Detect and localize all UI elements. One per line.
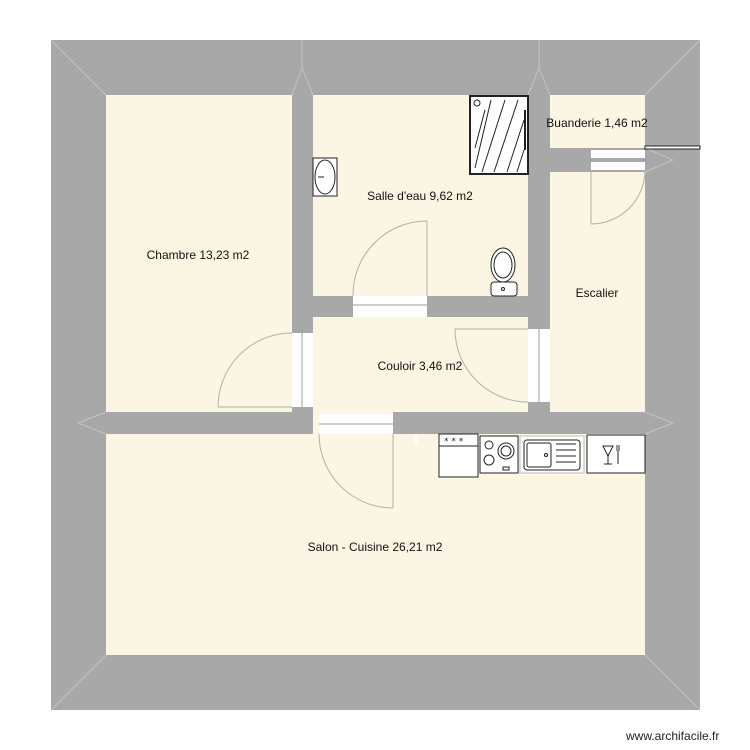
door-salle-eau[interactable] — [352, 220, 428, 317]
room-chambre[interactable] — [106, 95, 292, 412]
room-buanderie[interactable] — [550, 95, 645, 148]
door-escalier[interactable] — [454, 328, 550, 403]
label-couloir: Couloir 3,46 m2 — [377, 359, 463, 373]
label-chambre: Chambre 13,23 m2 — [146, 248, 250, 262]
label-buanderie: Buanderie 1,46 m2 — [546, 116, 648, 130]
fridge-icon: * * * — [438, 433, 479, 478]
toilet-icon — [490, 247, 518, 297]
room-escalier[interactable] — [550, 172, 645, 412]
door-buanderie[interactable] — [590, 150, 646, 225]
washbasin-icon — [312, 157, 338, 197]
door-chambre[interactable] — [217, 332, 313, 408]
wall-joints — [50, 39, 701, 711]
dishwasher-icon — [586, 434, 646, 474]
door-salon[interactable] — [318, 414, 394, 509]
label-salle-eau: Salle d'eau 9,62 m2 — [367, 189, 473, 203]
cooktop-icon — [479, 435, 519, 474]
window-buanderie — [644, 145, 701, 150]
svg-text:* * *: * * * — [444, 437, 464, 447]
room-couloir[interactable] — [313, 317, 528, 412]
shower-icon — [469, 95, 529, 175]
credit-text: www.archifacile.fr — [626, 729, 720, 743]
label-escalier: Escalier — [575, 286, 619, 300]
sink-icon — [519, 435, 585, 474]
label-salon-cuisine: Salon - Cuisine 26,21 m2 — [307, 540, 443, 554]
